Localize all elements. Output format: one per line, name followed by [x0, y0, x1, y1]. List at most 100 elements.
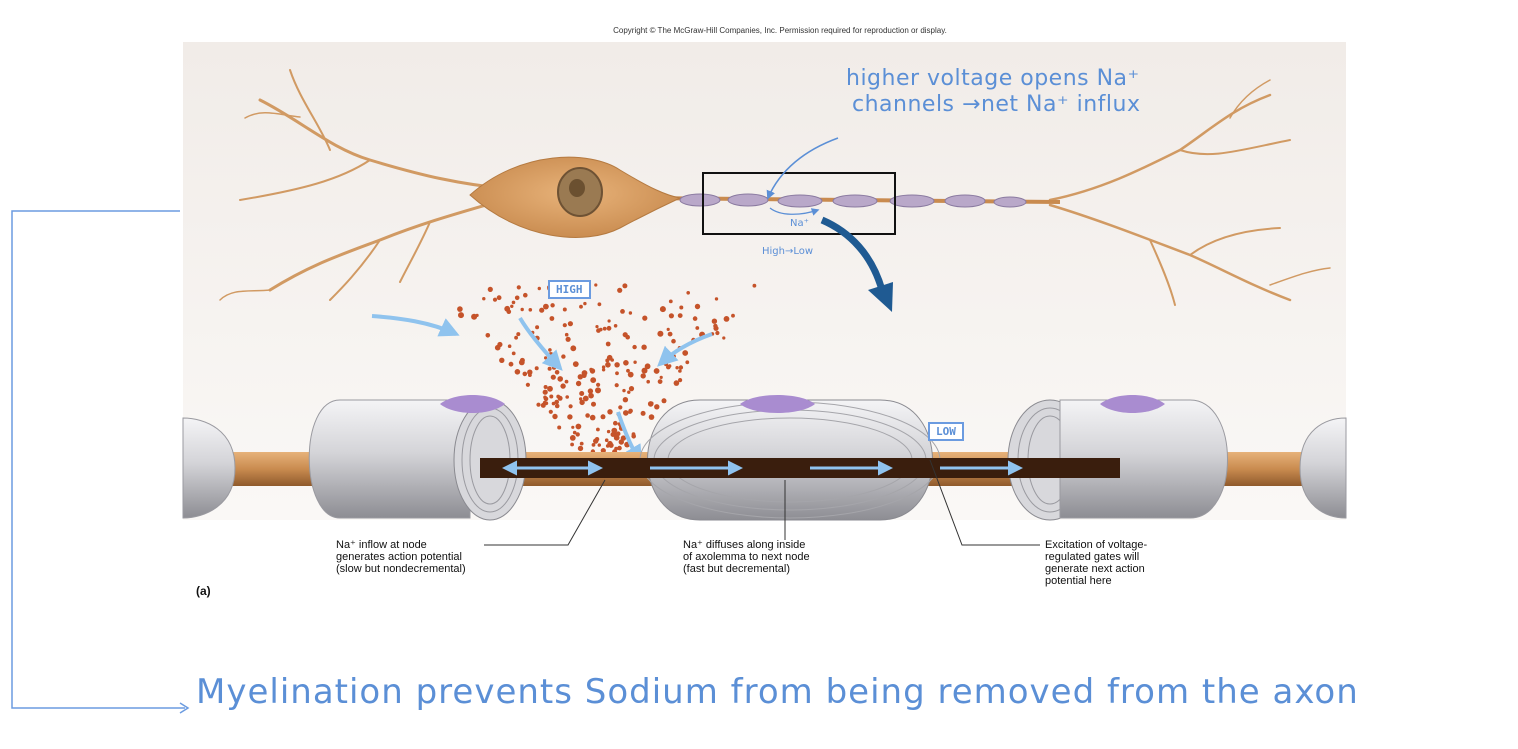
- sodium-particle: [659, 375, 663, 379]
- sodium-particle: [661, 398, 667, 404]
- sodium-particle: [648, 414, 655, 420]
- sodium-particle: [622, 388, 626, 393]
- sodium-particle: [570, 442, 574, 447]
- sodium-particle: [522, 371, 528, 377]
- sodium-particle: [536, 402, 541, 407]
- sodium-particle: [628, 386, 635, 392]
- sodium-particle: [600, 414, 606, 420]
- sodium-particle: [579, 441, 584, 446]
- sodium-particle: [625, 334, 630, 340]
- sodium-particle: [692, 316, 698, 321]
- node-inflow-line-3: (slow but nondecremental): [336, 563, 466, 575]
- sodium-particle: [641, 344, 647, 350]
- diffuses-line-1: Na⁺ diffuses along inside: [683, 539, 806, 551]
- sodium-particle: [678, 369, 682, 373]
- diffuses-label: Na⁺ diffuses along inside of axolemma to…: [683, 539, 810, 575]
- sodium-particle: [623, 360, 629, 366]
- figure-label: (a): [196, 584, 211, 598]
- sodium-particle: [752, 283, 757, 288]
- excitation-label: Excitation of voltage- regulated gates w…: [1045, 539, 1147, 587]
- excitation-line-1: Excitation of voltage-: [1045, 539, 1148, 551]
- sodium-particle: [600, 448, 606, 454]
- sodium-particle: [606, 354, 613, 361]
- sodium-particle: [640, 373, 646, 379]
- sodium-particle: [695, 326, 700, 330]
- sodium-particle: [560, 383, 566, 389]
- sodium-particle: [678, 365, 684, 370]
- leader-lines: [484, 459, 1040, 546]
- sodium-particle: [543, 385, 548, 389]
- sodium-particle: [715, 330, 720, 336]
- sodium-particle: [597, 443, 601, 447]
- diffuses-line-3: (fast but decremental): [683, 563, 790, 575]
- sodium-particle: [485, 333, 491, 338]
- sodium-particle: [537, 286, 541, 291]
- sodium-particle: [614, 362, 620, 368]
- sodium-particle: [457, 306, 463, 312]
- sodium-particle: [731, 313, 735, 318]
- sodium-particle: [628, 408, 633, 414]
- sodium-particle: [594, 437, 600, 442]
- sodium-particle: [540, 402, 546, 408]
- na-small-label: Na⁺: [790, 218, 809, 229]
- sodium-particle: [572, 361, 579, 367]
- sodium-particle: [458, 312, 464, 319]
- sodium-particle: [677, 313, 683, 318]
- sodium-particle: [653, 368, 660, 374]
- sodium-particle: [577, 445, 584, 452]
- sodium-particle: [567, 321, 574, 327]
- neuron-illustration: [219, 69, 1331, 306]
- sodium-particle: [554, 399, 559, 405]
- copyright-notice: Copyright © The McGraw-Hill Companies, I…: [613, 26, 947, 35]
- voltage-line-1: higher voltage opens Na⁺: [846, 66, 1140, 91]
- sodium-particle: [504, 305, 511, 312]
- myelin-segments-top: [679, 193, 1027, 208]
- sodium-particle: [614, 446, 618, 451]
- sodium-particle: [548, 409, 553, 414]
- sodium-particle: [551, 401, 556, 406]
- sodium-particle: [668, 299, 673, 304]
- sodium-particle: [682, 350, 689, 356]
- sodium-particle: [516, 285, 521, 290]
- sodium-particle: [622, 283, 628, 289]
- sodium-particle: [568, 404, 573, 409]
- sodium-particle: [605, 362, 611, 368]
- sodium-particles: [457, 283, 757, 466]
- sodium-particle: [543, 396, 549, 402]
- sodium-particle: [597, 302, 602, 307]
- low-label: LOW: [928, 422, 964, 441]
- sodium-particle: [571, 425, 575, 429]
- sodium-particle: [557, 376, 563, 382]
- sodium-particle: [607, 440, 613, 447]
- sodium-particle: [666, 327, 670, 331]
- annotation-pointer: [766, 137, 839, 200]
- sodium-particle: [722, 336, 726, 340]
- sodium-particle: [523, 292, 528, 298]
- sodium-particle: [475, 313, 479, 317]
- sodium-particle: [657, 379, 663, 384]
- voltage-line-2: channels →net Na⁺ influx: [852, 92, 1141, 117]
- sodium-particle: [614, 383, 619, 388]
- sodium-particle: [564, 332, 569, 337]
- excitation-line-3: generate next action: [1045, 563, 1145, 575]
- sodium-particle: [618, 405, 623, 410]
- sodium-particle: [591, 443, 596, 447]
- sodium-particle: [575, 423, 582, 430]
- sodium-particle: [542, 389, 548, 395]
- sodium-particle: [642, 315, 648, 321]
- sodium-particle: [623, 410, 629, 416]
- gradient-label: High→Low: [762, 246, 814, 257]
- sodium-particle: [570, 345, 577, 352]
- sodium-particle: [547, 385, 553, 392]
- sodium-particle: [605, 341, 611, 347]
- sodium-particle: [550, 303, 555, 308]
- sodium-particle: [575, 432, 580, 437]
- sodium-particle: [508, 361, 514, 367]
- sodium-particle: [596, 382, 601, 387]
- sodium-particle: [627, 371, 634, 378]
- sodium-particle: [554, 370, 560, 375]
- sodium-particle: [631, 434, 636, 439]
- sodium-particle: [567, 414, 573, 420]
- sodium-particle: [494, 344, 501, 351]
- sodium-particle: [589, 414, 596, 421]
